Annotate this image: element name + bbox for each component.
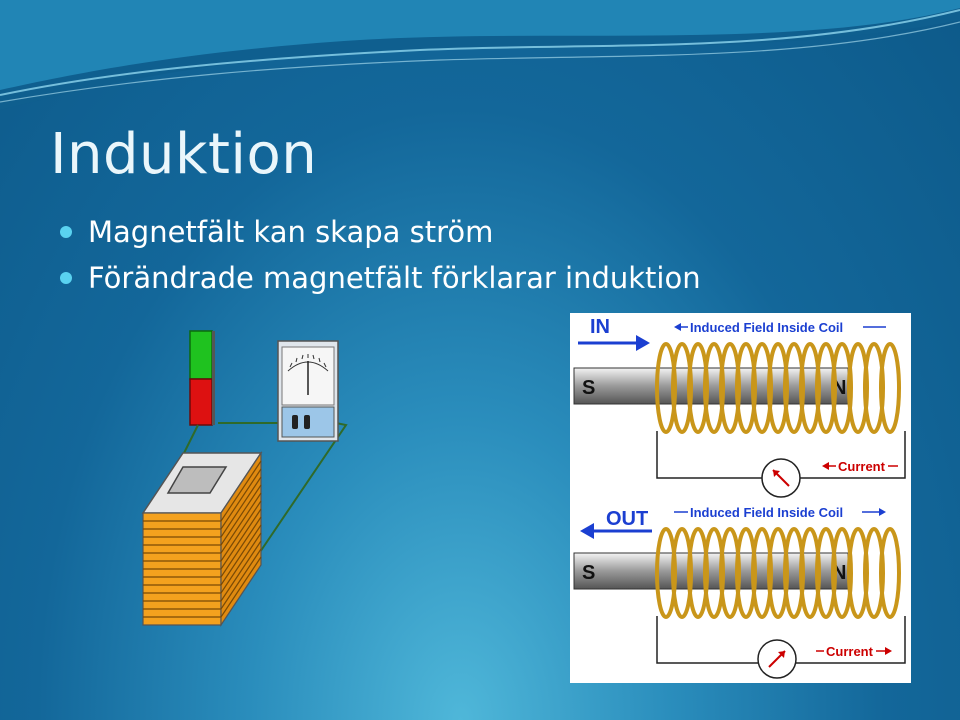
bullet-item: Förändrade magnetfält förklarar induktio… bbox=[60, 260, 701, 306]
right-arrow-icon bbox=[876, 647, 892, 655]
bullet-text: Förändrade magnetfält förklarar induktio… bbox=[88, 261, 701, 295]
right-arrow-icon bbox=[862, 508, 886, 516]
direction-label: IN bbox=[590, 316, 610, 338]
left-arrow-icon bbox=[822, 462, 836, 470]
magnet-south-pole: S bbox=[582, 562, 595, 584]
bullet-list: Magnetfält kan skapa ström Förändrade ma… bbox=[60, 214, 701, 306]
coil-windings bbox=[655, 342, 901, 434]
current-label: Current bbox=[838, 459, 886, 474]
panel-in: IN Induced Field Inside Coil S N bbox=[573, 316, 906, 498]
coil-block bbox=[141, 451, 263, 627]
bar-magnet bbox=[189, 330, 215, 426]
panel-out: OUT Induced Field Inside Coil S N bbox=[573, 505, 906, 679]
slide-title: Induktion bbox=[50, 122, 318, 187]
induced-field-label: Induced Field Inside Coil bbox=[690, 320, 843, 335]
arrow-left-icon bbox=[580, 523, 652, 539]
direction-label: OUT bbox=[606, 508, 648, 530]
galvanometer-icon bbox=[277, 340, 339, 442]
bullet-text: Magnetfält kan skapa ström bbox=[88, 215, 494, 249]
ammeter-icon bbox=[757, 639, 797, 679]
induced-field-diagram: IN Induced Field Inside Coil S N bbox=[570, 313, 911, 683]
arrow-right-icon bbox=[578, 335, 650, 351]
ammeter-icon bbox=[761, 458, 801, 498]
current-label: Current bbox=[826, 644, 874, 659]
magnet-south-pole: S bbox=[582, 377, 595, 399]
coil-windings bbox=[655, 527, 901, 619]
left-arrow-icon bbox=[674, 323, 688, 331]
bullet-dot-icon bbox=[60, 226, 72, 238]
induced-field-label: Induced Field Inside Coil bbox=[690, 505, 843, 520]
bullet-item: Magnetfält kan skapa ström bbox=[60, 214, 701, 260]
bullet-dot-icon bbox=[60, 272, 72, 284]
induction-coil-illustration bbox=[141, 330, 348, 627]
header-wave-decoration bbox=[0, 0, 960, 110]
